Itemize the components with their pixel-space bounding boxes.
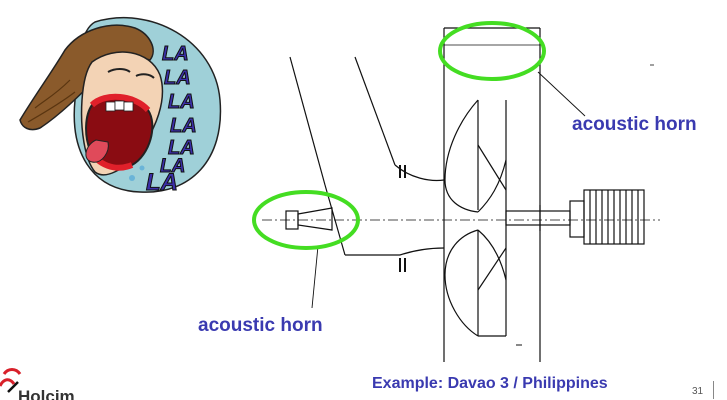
page-number: 31 [692, 386, 704, 397]
singing-face-icon [19, 17, 222, 193]
page-number-divider [713, 381, 714, 399]
highlight-circle-inlet [252, 190, 360, 250]
acoustic-horn-label-top: acoustic horn [572, 114, 697, 135]
lyric-la: LA [164, 67, 191, 89]
lyric-la: LA [146, 169, 178, 196]
lyrics-letters: LA LA LA LA LA LA LA [146, 43, 198, 197]
fan-duct-drawing [262, 27, 660, 362]
acoustic-horn-label-bottom: acoustic horn [198, 315, 323, 336]
slide-caption: Example: Davao 3 / Philippines [372, 375, 608, 392]
lyric-la: LA [162, 43, 189, 65]
lyric-la: LA [160, 156, 185, 177]
lyric-la: LA [168, 137, 195, 159]
highlight-circle-top [438, 21, 546, 81]
holcim-logo-icon [0, 368, 22, 393]
lyric-la: LA [170, 115, 197, 137]
lyric-la: LA [168, 91, 195, 113]
highlight-circles [252, 21, 546, 250]
holcim-logo-text: Holcim [18, 387, 75, 400]
